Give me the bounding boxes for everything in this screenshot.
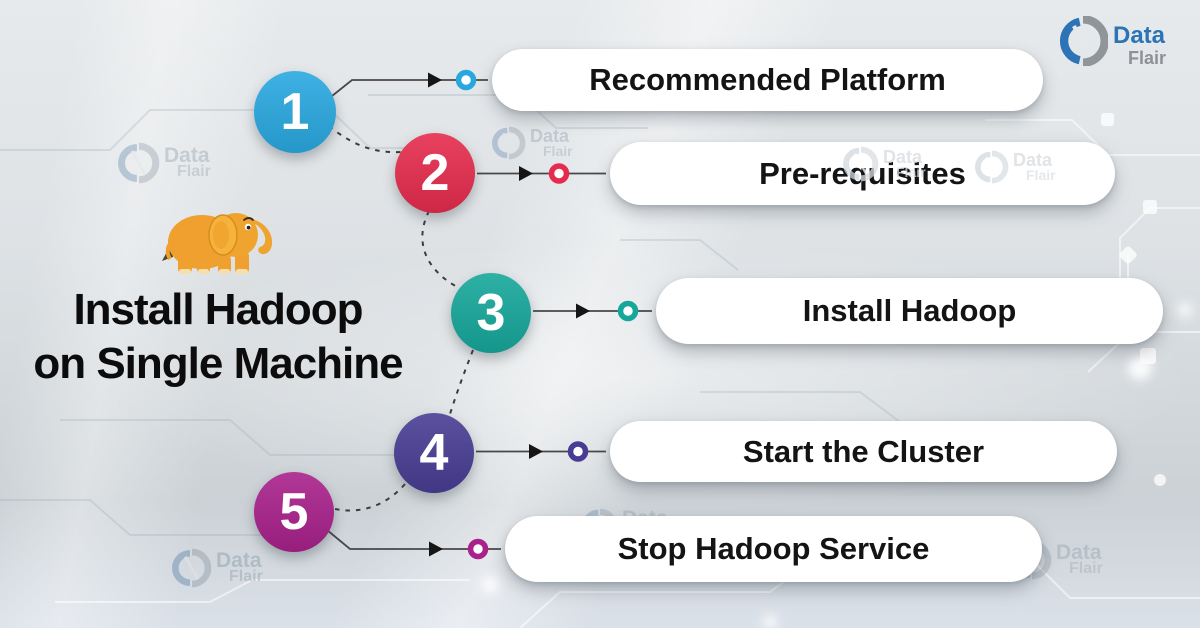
step-5-number: 5 [279, 483, 309, 541]
step-1-label-pill: Recommended Platform [492, 49, 1043, 111]
dataflair-logo-icon [1060, 16, 1108, 66]
step-4-label: Start the Cluster [742, 433, 985, 469]
title-line-2: on Single Machine [33, 338, 403, 388]
ring-marker-3 [617, 300, 639, 322]
step-3-number: 3 [476, 284, 506, 342]
step-1-label: Recommended Platform [589, 62, 946, 97]
ring-marker-4 [567, 441, 589, 462]
arrowhead-2 [519, 166, 533, 181]
dashed-curve-1-2 [328, 125, 402, 154]
step-5-label-pill: Stop Hadoop Service [505, 516, 1042, 582]
step-4-number: 4 [419, 424, 449, 482]
ring-marker-2 [548, 163, 570, 184]
dashed-curve-2-3 [421, 210, 460, 289]
dataflair-logo: Data Flair [1058, 16, 1166, 67]
step-2-label: Pre-requisites [759, 155, 966, 191]
dashed-curve-3-4 [449, 349, 474, 415]
connector-line-1 [331, 79, 488, 97]
page-title: Install Hadoop on Single Machine [13, 283, 423, 390]
step-2-number: 2 [420, 144, 450, 202]
step-1-circle: 1 [254, 71, 336, 153]
hadoop-elephant-icon [162, 209, 272, 279]
step-4-label-pill: Start the Cluster [610, 421, 1117, 482]
ring-marker-5 [467, 538, 489, 560]
arrowhead-5 [429, 541, 443, 557]
step-3-label: Install Hadoop [802, 293, 1017, 328]
step-3-label-pill: Install Hadoop [656, 278, 1163, 344]
step-2-circle: 2 [395, 133, 475, 213]
step-4-circle: 4 [394, 413, 474, 493]
step-5-label: Stop Hadoop Service [617, 531, 930, 566]
dashed-curve-4-5 [334, 483, 406, 512]
ring-marker-1 [455, 69, 477, 91]
step-2-label-pill: Pre-requisites [610, 142, 1115, 205]
arrowhead-3 [576, 303, 590, 319]
connector-line-5 [326, 529, 501, 550]
step-1-number: 1 [280, 83, 310, 141]
arrowhead-4 [529, 444, 543, 459]
arrowhead-1 [428, 72, 442, 88]
step-5-circle: 5 [254, 472, 334, 552]
logo-data-text: Data [1113, 22, 1166, 49]
step-3-circle: 3 [451, 273, 531, 353]
title-line-1: Install Hadoop [73, 285, 363, 334]
logo-flair-text: Flair [1128, 48, 1167, 68]
